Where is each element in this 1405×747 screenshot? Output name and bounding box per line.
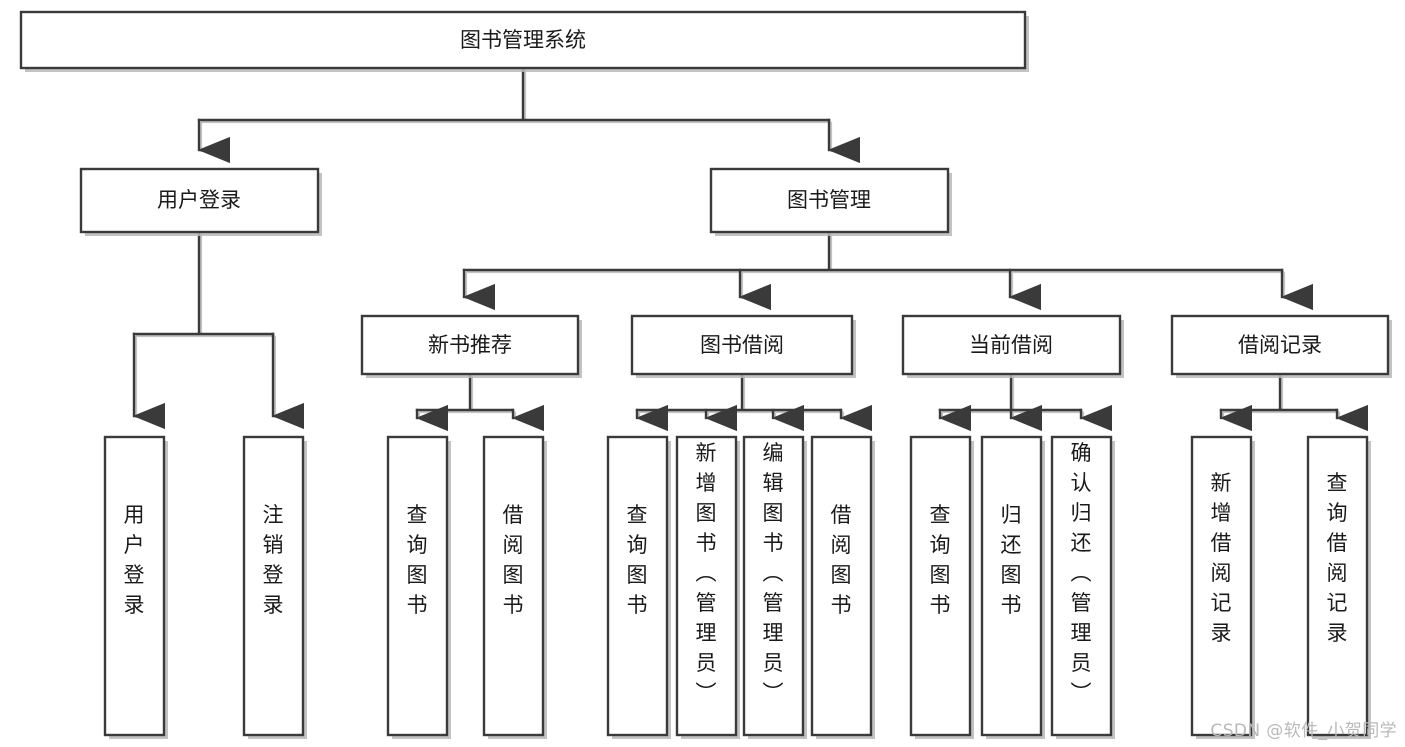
leaf-label: 用户登录 [124, 503, 145, 617]
leaf-label: 确认归还︵管理员︶ [1071, 441, 1092, 705]
leaf-book-borrow-1[interactable]: 新增图书︵管理员︶ [675, 435, 740, 739]
leaf-label: 查询图书 [407, 503, 428, 617]
edge-borrowrecord-to-leaves [1219, 372, 1369, 432]
node-new-book-rec[interactable]: 新书推荐 [360, 314, 582, 378]
node-user-login-label: 用户登录 [157, 188, 241, 212]
edge-newbook-to-leaves [415, 372, 545, 432]
leaf-current-borrow-0[interactable]: 查询图书 [909, 435, 974, 739]
node-current-borrow-label: 当前借阅 [969, 333, 1053, 357]
edge-bookmanage-to-level3 [462, 230, 1314, 311]
node-book-manage[interactable]: 图书管理 [709, 167, 952, 236]
leaf-book-borrow-3[interactable]: 借阅图书 [810, 435, 875, 739]
connector-layer [132, 66, 1369, 432]
edge-root-to-level2 [197, 66, 861, 164]
csdn-watermark: CSDN @软件_小贺同学 [1210, 721, 1397, 741]
leaf-borrow-record-0[interactable]: 新增借阅记录 [1190, 435, 1255, 739]
leaf-label: 查询借阅记录 [1327, 471, 1348, 645]
leaf-borrow-record-1[interactable]: 查询借阅记录 [1306, 435, 1371, 739]
leaf-book-borrow-2[interactable]: 编辑图书︵管理员︶ [742, 435, 807, 739]
node-book-manage-label: 图书管理 [787, 188, 871, 212]
node-new-book-rec-label: 新书推荐 [428, 333, 512, 357]
leaf-label: 查询图书 [930, 503, 951, 617]
leaf-current-borrow-1[interactable]: 归还图书 [980, 435, 1045, 739]
leaf-label: 借阅图书 [831, 503, 852, 617]
edge-currentborrow-to-leaves [938, 372, 1113, 432]
leaf-label: 新增图书︵管理员︶ [696, 441, 717, 705]
leaf-new-book-rec-0[interactable]: 查询图书 [386, 435, 451, 739]
leaf-new-book-rec-1[interactable]: 借阅图书 [482, 435, 547, 739]
edge-userlogin-to-leaves [132, 230, 305, 430]
leaf-label: 借阅图书 [503, 503, 524, 617]
leaf-book-borrow-0[interactable]: 查询图书 [606, 435, 671, 739]
node-borrow-record[interactable]: 借阅记录 [1170, 314, 1392, 378]
leaf-user-login-0[interactable]: 用户登录 [103, 435, 168, 739]
node-current-borrow[interactable]: 当前借阅 [901, 314, 1124, 378]
leaf-label: 查询图书 [627, 503, 648, 617]
leaf-label: 编辑图书︵管理员︶ [763, 441, 784, 705]
edge-bookborrow-to-leaves [635, 372, 873, 432]
leaf-label: 归还图书 [1001, 503, 1022, 617]
node-book-borrow[interactable]: 图书借阅 [630, 314, 856, 378]
node-borrow-record-label: 借阅记录 [1238, 333, 1322, 357]
leaf-label: 新增借阅记录 [1211, 471, 1232, 645]
node-user-login[interactable]: 用户登录 [79, 167, 322, 236]
node-root[interactable]: 图书管理系统 [19, 10, 1029, 72]
leaf-label: 注销登录 [263, 503, 284, 617]
node-root-label: 图书管理系统 [460, 28, 586, 52]
node-book-borrow-label: 图书借阅 [700, 333, 784, 357]
leaf-user-login-1[interactable]: 注销登录 [242, 435, 307, 739]
leaf-current-borrow-2[interactable]: 确认归还︵管理员︶ [1050, 435, 1115, 739]
